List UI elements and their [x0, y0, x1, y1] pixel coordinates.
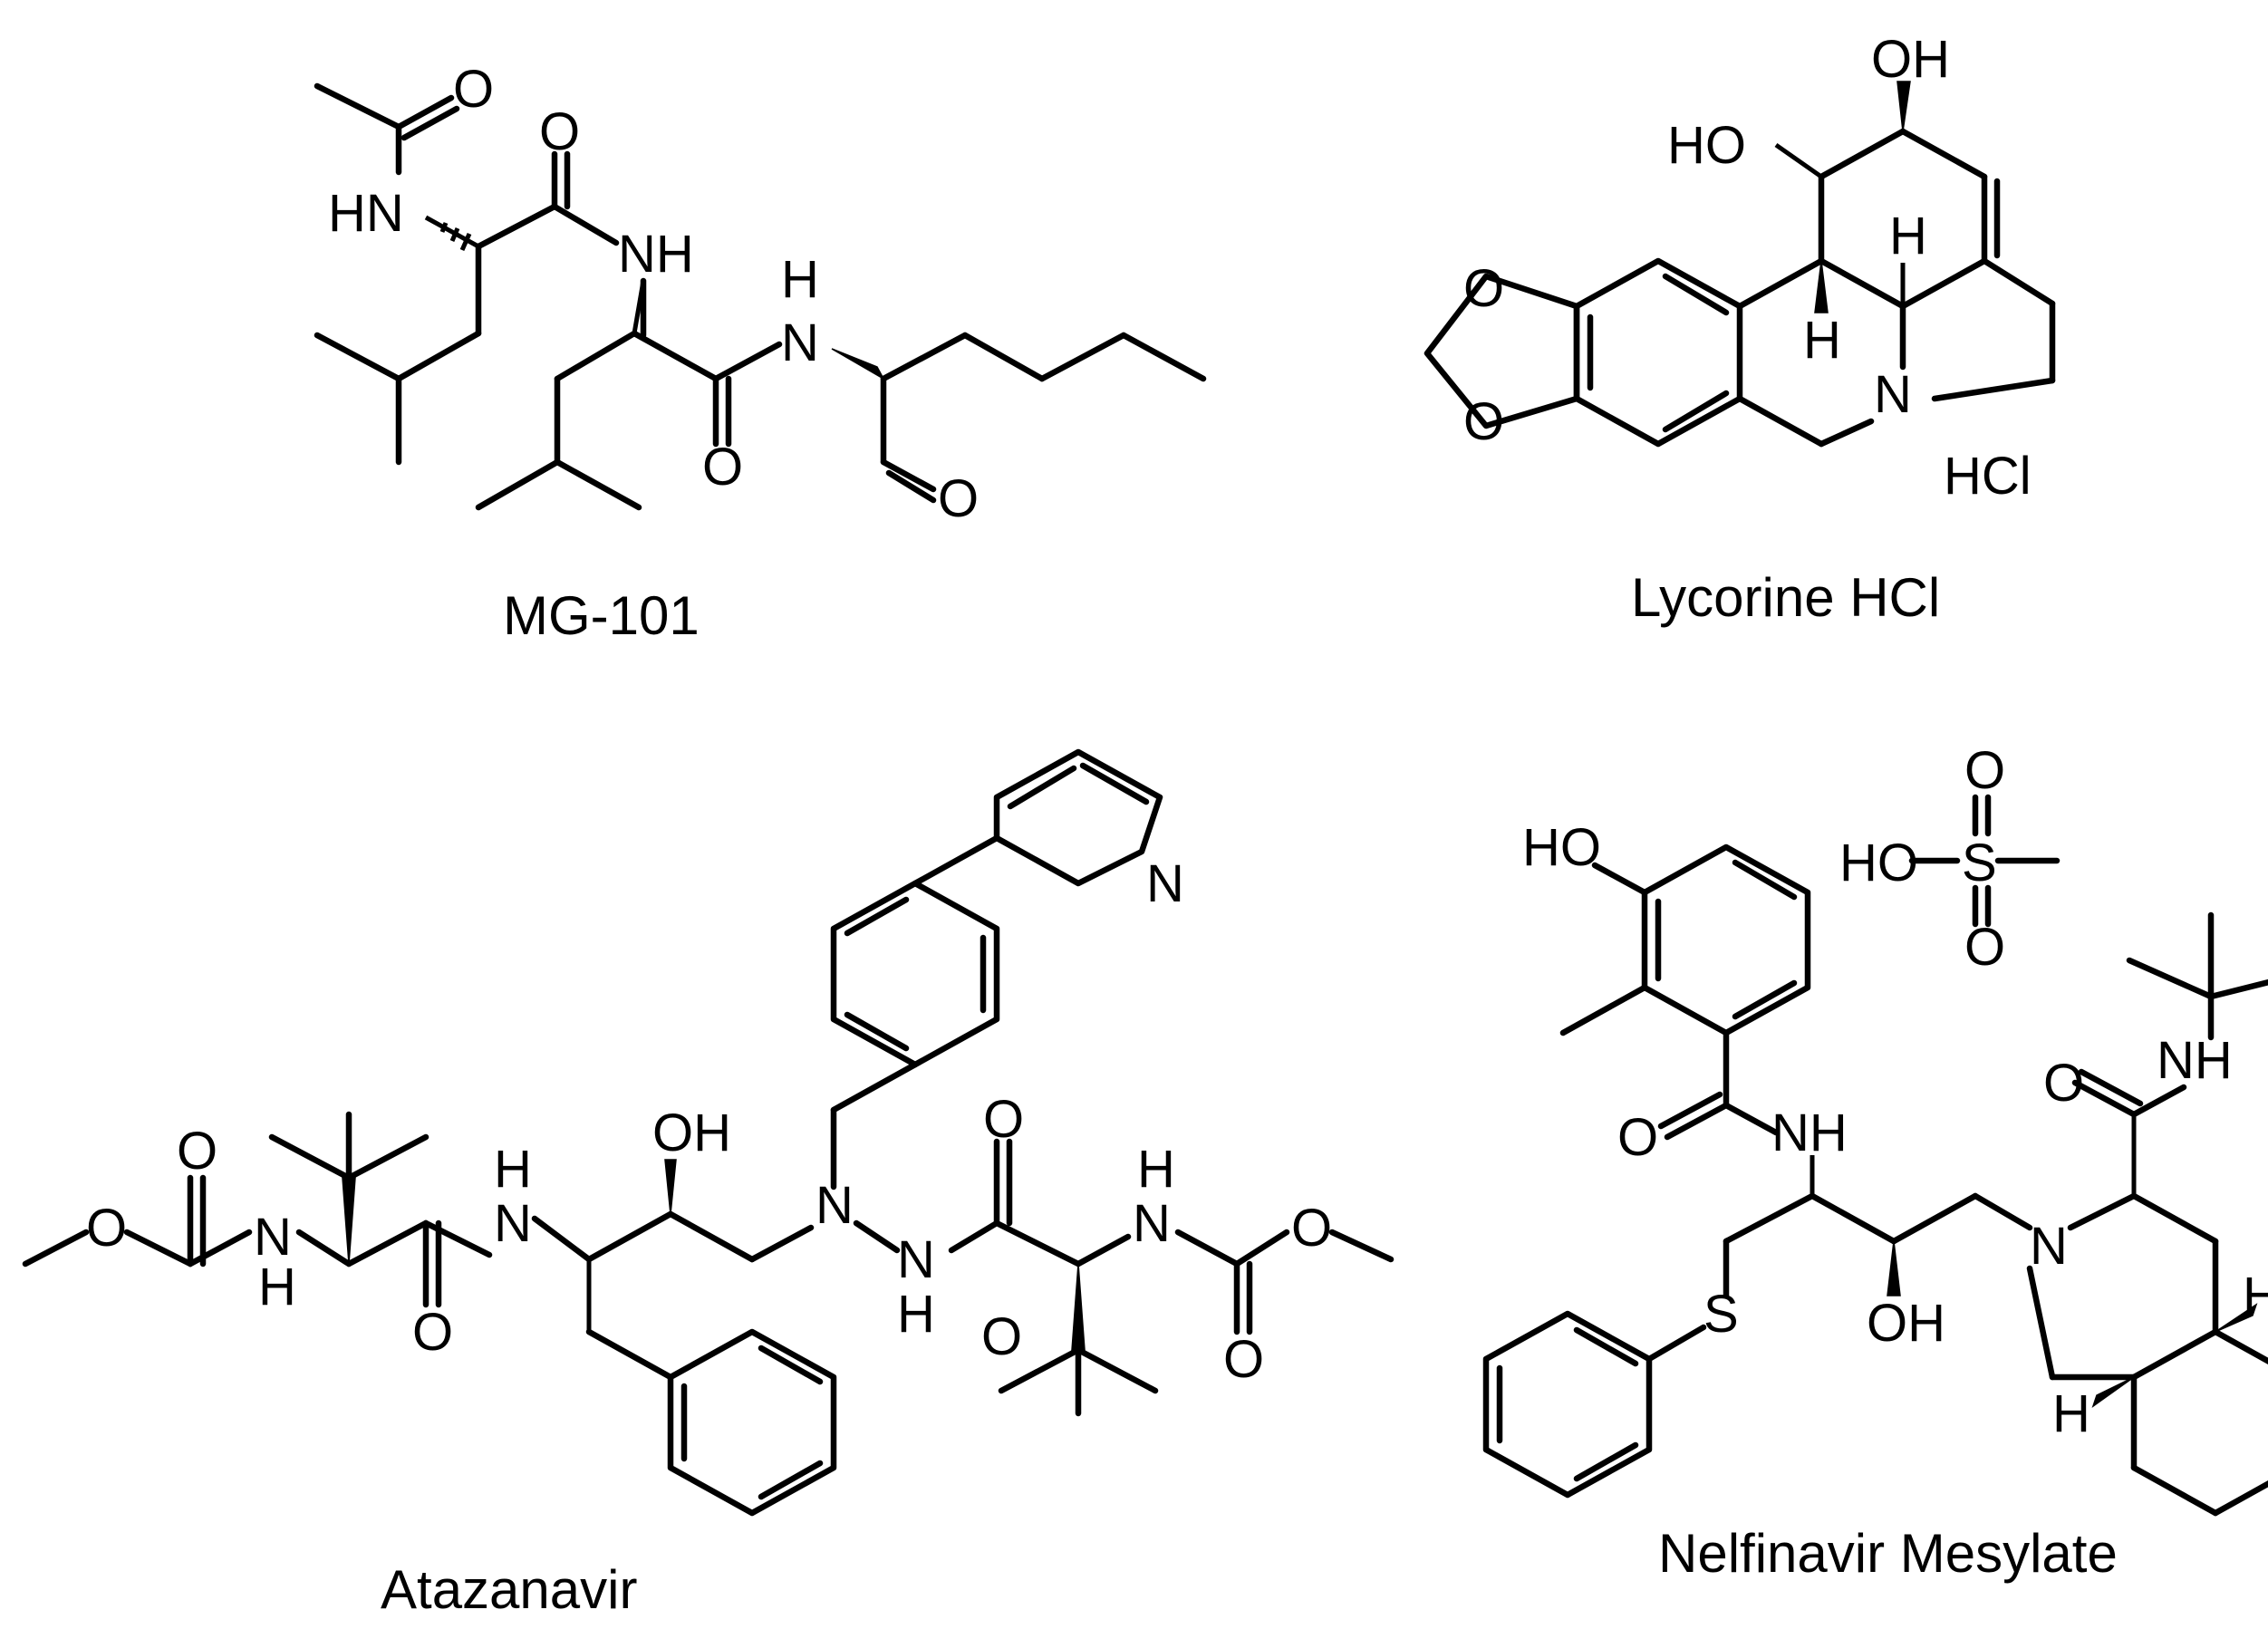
mg101-atom-hn: HN [328, 184, 404, 243]
caption-lycorine-hcl: Lycorine HCl [1631, 567, 1940, 628]
caption-atazanavir: Atazanavir [381, 1559, 637, 1620]
lycorine-atom-oh: OH [1871, 30, 1950, 89]
mesylate-atom-o1: O [1964, 741, 2005, 800]
atazanavir-atom-n3: N [816, 1176, 854, 1235]
nelfinavir-atom-o-amide: O [1617, 1108, 1658, 1167]
atazanavir-atom-h1: H [258, 1258, 296, 1316]
atazanavir-atom-o4: O [983, 1090, 1024, 1149]
atazanavir-atom-n2: N [494, 1194, 532, 1253]
atazanavir-atom-n5: N [1133, 1194, 1171, 1253]
structure-atazanavir [22, 748, 1395, 1517]
atazanavir-atom-n1: N [254, 1208, 292, 1267]
lycorine-atom-h2: H [1803, 311, 1841, 370]
mesylate-atom-ho: HO [1839, 834, 1918, 892]
nelfinavir-atom-nh2: NH [2157, 1031, 2233, 1090]
mg101-atom-h-amide: H [781, 250, 819, 309]
atazanavir-atom-o6: O [1291, 1199, 1332, 1258]
atazanavir-atom-n-pyridine: N [1146, 854, 1184, 913]
atazanavir-atom-h4: H [897, 1285, 935, 1344]
nelfinavir-atom-ho: HO [1522, 818, 1601, 877]
atazanavir-atom-o2: O [177, 1122, 217, 1181]
mesylate-atom-o2: O [1964, 918, 2005, 977]
nelfinavir-atom-nh: NH [1771, 1104, 1848, 1162]
atazanavir-atom-o5: O [1223, 1330, 1264, 1389]
nelfinavir-atom-n: N [2030, 1217, 2068, 1276]
structure-lycorine-hcl [1424, 81, 2056, 448]
mesylate-atom-s: S [1962, 834, 1997, 892]
mg101-atom-o-2: O [702, 438, 743, 496]
nelfinavir-atom-s: S [1703, 1285, 1739, 1344]
lycorine-atom-o-b: O [1463, 392, 1504, 451]
lycorine-atom-h1: H [1889, 207, 1927, 265]
lycorine-atom-o-a: O [1463, 259, 1504, 318]
atazanavir-atom-o3: O [412, 1303, 453, 1362]
lycorine-atom-ho: HO [1667, 116, 1746, 175]
mg101-atom-n-amide: N [781, 313, 819, 372]
nelfinavir-atom-h1: H [2243, 1267, 2268, 1325]
nelfinavir-atom-o2: O [2043, 1054, 2084, 1113]
lycorine-salt-hcl: HCl [1944, 447, 2032, 506]
atazanavir-atom-h2: H [494, 1140, 532, 1199]
mg101-atom-o-1: O [539, 102, 580, 161]
mg101-atom-o-acetyl: O [453, 60, 494, 119]
atazanavir-atom-o1: O [86, 1199, 127, 1258]
structure-nelfinavir-mesylate [1482, 794, 2268, 1517]
mg101-atom-nh: NH [618, 225, 694, 284]
nelfinavir-atom-h2: H [2052, 1384, 2090, 1443]
atazanavir-atom-h5: H [1137, 1140, 1175, 1199]
mg101-atom-o-ald: O [938, 469, 979, 528]
atazanavir-atom-o7: O [981, 1307, 1022, 1366]
caption-nelfinavir-mesylate: Nelfinavir Mesylate [1658, 1523, 2118, 1584]
lycorine-atom-n: N [1874, 365, 1912, 424]
structure-mg-101 [314, 82, 1207, 511]
nelfinavir-atom-oh: OH [1867, 1294, 1945, 1353]
caption-mg-101: MG-101 [503, 585, 700, 646]
atazanavir-atom-n4: N [897, 1230, 935, 1289]
atazanavir-atom-oh: OH [652, 1104, 731, 1162]
